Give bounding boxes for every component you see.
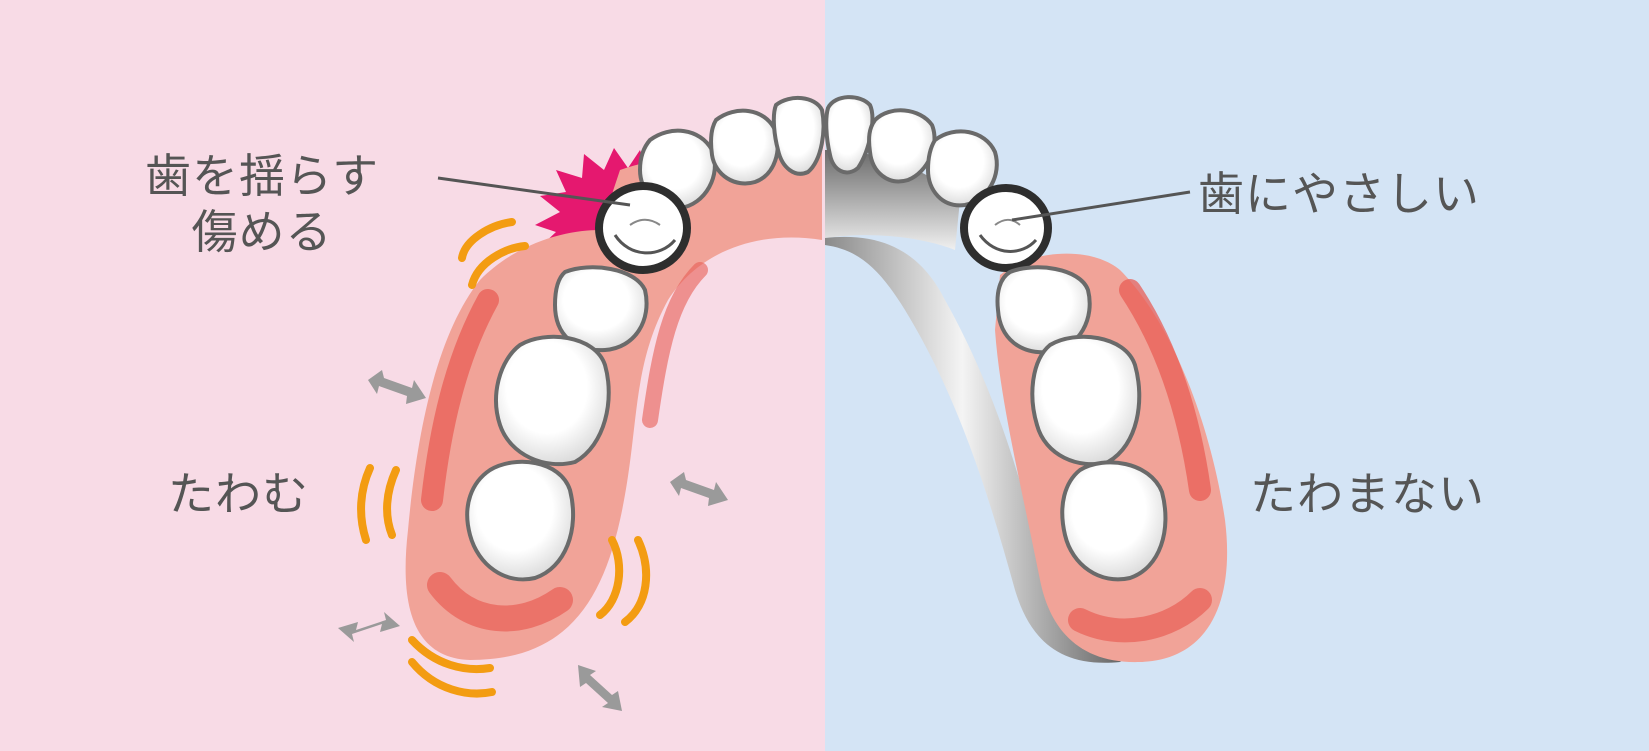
front-tooth [867,108,937,184]
right-clasped-tooth [960,184,1052,272]
shakes-teeth-line1: 歯を揺らす [145,149,380,203]
leader-lines [437,176,1191,222]
molar [465,459,576,582]
molar [553,265,649,353]
shakes-teeth-label: 歯を揺らす 傷める [145,148,379,260]
gentle-on-teeth-label: 歯にやさしい [1198,167,1480,221]
front-tooth [709,108,780,186]
molar [1030,334,1142,467]
flexes-label: たわむ [168,467,309,521]
front-tooth [824,95,875,175]
left-clasped-tooth [595,182,691,274]
front-tooth [926,129,999,208]
left-background [0,0,825,751]
molar [494,334,611,467]
vibration-arcs-icon [357,218,651,698]
front-tooth [771,96,826,176]
double-arrow-icon [338,370,728,711]
shakes-teeth-line2: 傷める [191,205,333,259]
right-molars [995,265,1168,582]
left-molars [465,265,649,582]
molar [1060,460,1168,582]
does-not-flex-label: たわまない [1250,467,1485,521]
